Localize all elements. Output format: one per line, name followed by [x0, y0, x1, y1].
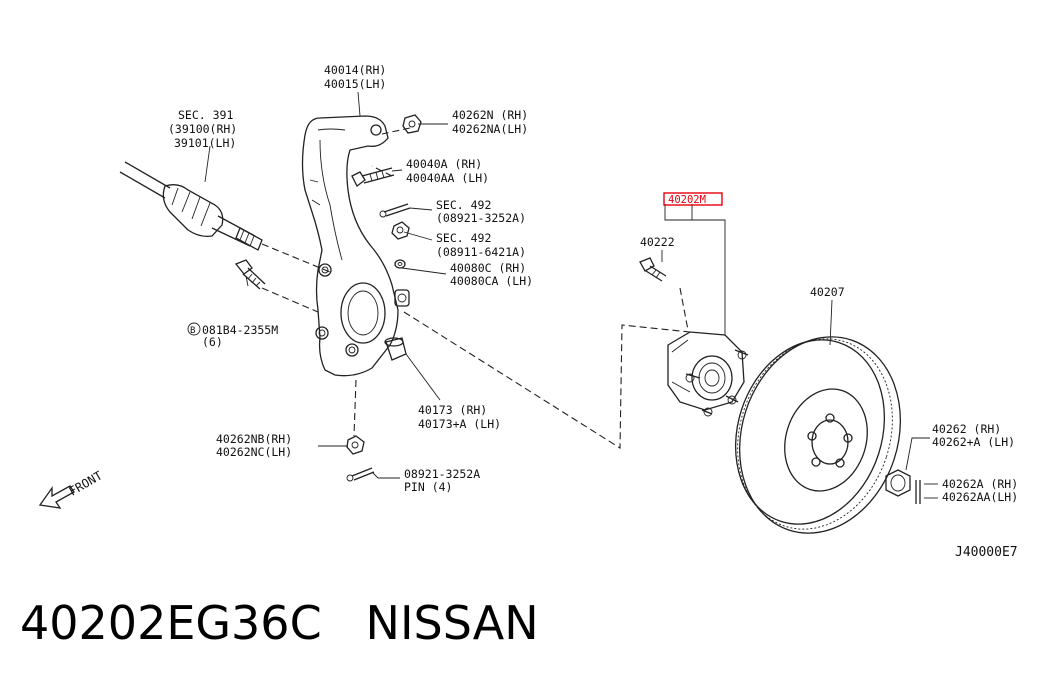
diagram-code: J40000E7	[955, 545, 1018, 560]
cap-40262a	[915, 480, 921, 504]
knuckle-bolt	[394, 289, 410, 307]
drive-shaft	[119, 161, 263, 251]
label-sec492-a-part: (08921-3252A)	[436, 211, 526, 225]
cotter-pin-b	[346, 467, 375, 482]
hub-assembly	[667, 331, 749, 417]
label-sec492-b: SEC. 492	[436, 231, 491, 245]
label-bolt-b: B 081B4-2355M (6)	[187, 322, 278, 349]
steering-knuckle	[301, 115, 399, 377]
label-sec492-a: SEC. 492	[436, 198, 491, 212]
nut-sec492	[391, 221, 410, 240]
label-bolt-a-lh: 40040AA (LH)	[406, 171, 489, 185]
label-sec391-rh: (39100(RH)	[168, 122, 237, 136]
bushing	[384, 337, 407, 361]
label-nut-n-rh: 40262N (RH)	[452, 108, 528, 122]
label-bolt-a-rh: 40040A (RH)	[406, 157, 482, 171]
label-hubnut-lh: 40262+A (LH)	[932, 435, 1015, 449]
front-label: FRONT	[67, 468, 105, 498]
label-washer-lh: 40080CA (LH)	[450, 274, 533, 288]
bolt-081b4	[234, 259, 266, 290]
leader-lines	[204, 91, 938, 499]
label-cap-lh: 40262AA(LH)	[942, 490, 1018, 504]
label-stud: 40222	[640, 235, 675, 249]
label-rotor: 40207	[810, 285, 845, 299]
nut-40262n	[402, 114, 422, 134]
bolt-40040a	[351, 167, 395, 187]
label-hubnut-rh: 40262 (RH)	[932, 422, 1001, 436]
assembly-lines	[261, 127, 691, 449]
label-sec391-lh: 39101(LH)	[174, 136, 236, 150]
label-hub-highlight: 40202M	[663, 192, 723, 206]
washer	[394, 259, 406, 269]
cotter-pin-a	[379, 203, 411, 218]
label-sec492-b-part: (08911-6421A)	[436, 245, 526, 259]
label-knuckle-lh: 40015(LH)	[324, 77, 386, 91]
label-bolt-b-qty: (6)	[202, 335, 223, 349]
part-number-caption: 40202EG36C NISSAN	[20, 596, 539, 650]
label-nut-nc-lh: 40262NC(LH)	[216, 445, 292, 459]
front-arrow: FRONT	[38, 468, 105, 509]
label-pin-part: 08921-3252A	[404, 467, 480, 481]
label-nut-n-lh: 40262NA(LH)	[452, 122, 528, 136]
label-sec391: SEC. 391	[178, 108, 233, 122]
label-bolt-b-part: 081B4-2355M	[202, 323, 278, 337]
brake-rotor	[734, 336, 902, 534]
label-hub-part: 40202M	[668, 194, 706, 206]
label-washer-rh: 40080C (RH)	[450, 261, 526, 275]
label-cap-rh: 40262A (RH)	[942, 477, 1018, 491]
hub-nut	[885, 469, 911, 497]
label-bushing-lh: 40173+A (LH)	[418, 417, 501, 431]
label-nut-nb-rh: 40262NB(RH)	[216, 432, 292, 446]
label-pin-qty: PIN (4)	[404, 480, 452, 494]
label-bolt-b-prefix: B	[190, 326, 195, 336]
label-bushing-rh: 40173 (RH)	[418, 403, 487, 417]
stud-40222	[639, 257, 667, 282]
label-knuckle-rh: 40014(RH)	[324, 63, 386, 77]
nut-40262nb	[346, 435, 365, 455]
highlight-box	[663, 192, 723, 206]
